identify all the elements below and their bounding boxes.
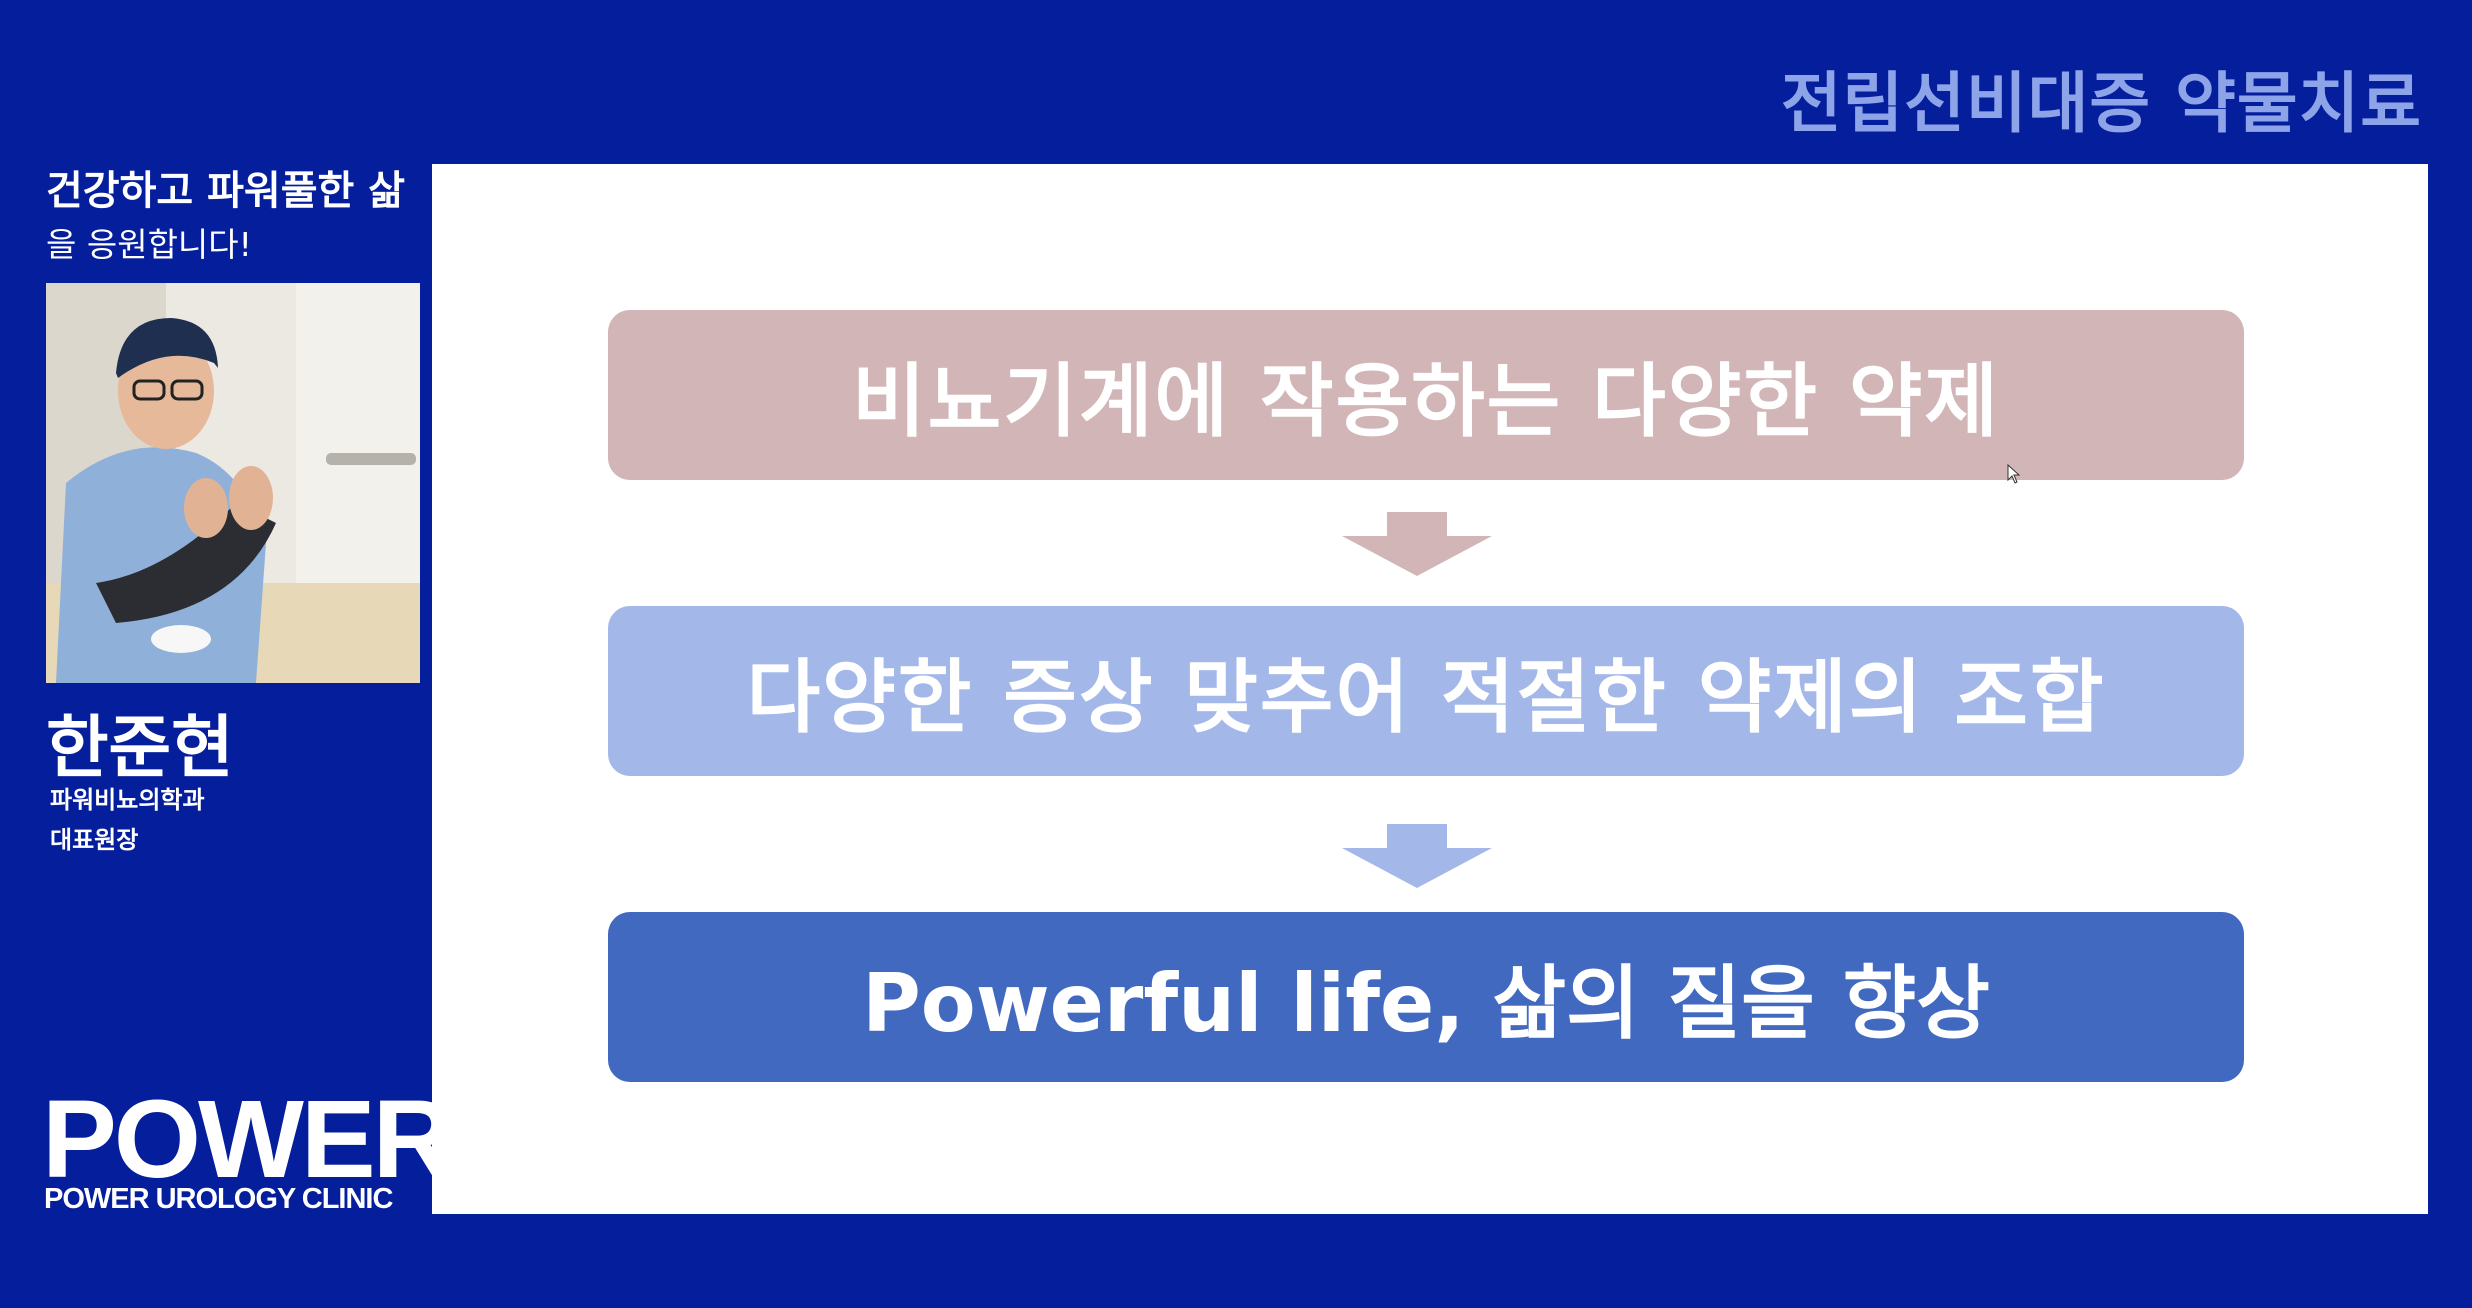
presenter-illustration xyxy=(46,283,420,683)
video-title: 전립선비대증 약물치료 xyxy=(1780,65,2422,142)
presenter-name: 한준현 xyxy=(46,709,234,788)
down-arrow-icon xyxy=(1342,512,1492,576)
step-box-1: 비뇨기계에 작용하는 다양한 약제 xyxy=(608,310,2244,480)
step-box-2: 다양한 증상 맞추어 적절한 약제의 조합 xyxy=(608,606,2244,776)
presenter-title: 대표원장 xyxy=(50,826,139,854)
down-arrow-icon xyxy=(1342,824,1492,888)
clinic-logo: POWER xyxy=(42,1078,454,1201)
step-box-3: Powerful life, 삶의 질을 향상 xyxy=(608,912,2244,1082)
presentation-slide: 비뇨기계에 작용하는 다양한 약제 다양한 증상 맞추어 적절한 약제의 조합 … xyxy=(432,164,2428,1214)
clinic-logo-subtitle: POWER UROLOGY CLINIC xyxy=(44,1183,393,1215)
presenter-photo xyxy=(46,283,420,683)
slogan-line-1: 건강하고 파워풀한 삶 xyxy=(46,168,406,214)
mouse-cursor-icon xyxy=(2007,464,2021,484)
presenter-department: 파워비뇨의학과 xyxy=(50,786,205,814)
slogan-line-2: 을 응원합니다! xyxy=(46,225,252,264)
